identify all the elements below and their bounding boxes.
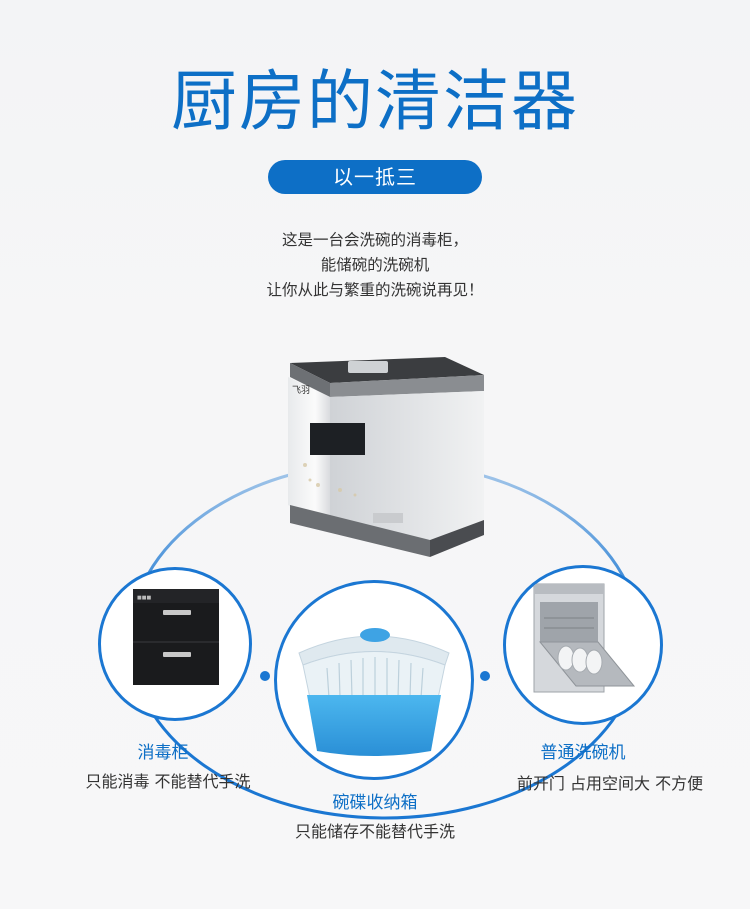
countertop-dishwasher-image: 飞羽 (288, 357, 484, 557)
brand-logo: 飞羽 (292, 385, 310, 396)
item-desc-standard-dishwasher: 前开门 占用空间大 不方便 (516, 774, 704, 793)
tagline-badge: 以一抵三 (268, 160, 482, 194)
disinfection-cabinet-image: ■■■ (133, 589, 219, 685)
item-name-disinfection-cabinet: 消毒柜 (137, 743, 189, 763)
item-desc-dish-storage-box: 只能储存不能替代手洗 (294, 822, 455, 841)
connector-dot-right (480, 671, 490, 681)
item-name-standard-dishwasher: 普通洗碗机 (540, 743, 626, 763)
disinfection-cabinet-circle: ■■■ (98, 567, 252, 721)
connector-dot-left (260, 671, 270, 681)
item-name-dish-storage-box: 碗碟收纳箱 (332, 793, 418, 813)
dish-storage-box-image (298, 628, 450, 756)
intro-line-1: 这是一台会洗碗的消毒柜， (281, 231, 468, 249)
svg-text:■■■: ■■■ (137, 595, 151, 601)
standard-dishwasher-circle (503, 565, 663, 725)
item-desc-disinfection-cabinet: 只能消毒 不能替代手洗 (85, 772, 251, 791)
intro-line-2: 能储碗的洗碗机 (320, 256, 430, 274)
dish-storage-box-circle (274, 580, 474, 780)
standard-dishwasher-image (533, 583, 636, 693)
page-title: 厨房的清洁器 (171, 63, 579, 140)
intro-text: 这是一台会洗碗的消毒柜， 能储碗的洗碗机 让你从此与繁重的洗碗说再见！ (0, 228, 750, 303)
intro-line-3: 让你从此与繁重的洗碗说再见！ (266, 281, 484, 299)
